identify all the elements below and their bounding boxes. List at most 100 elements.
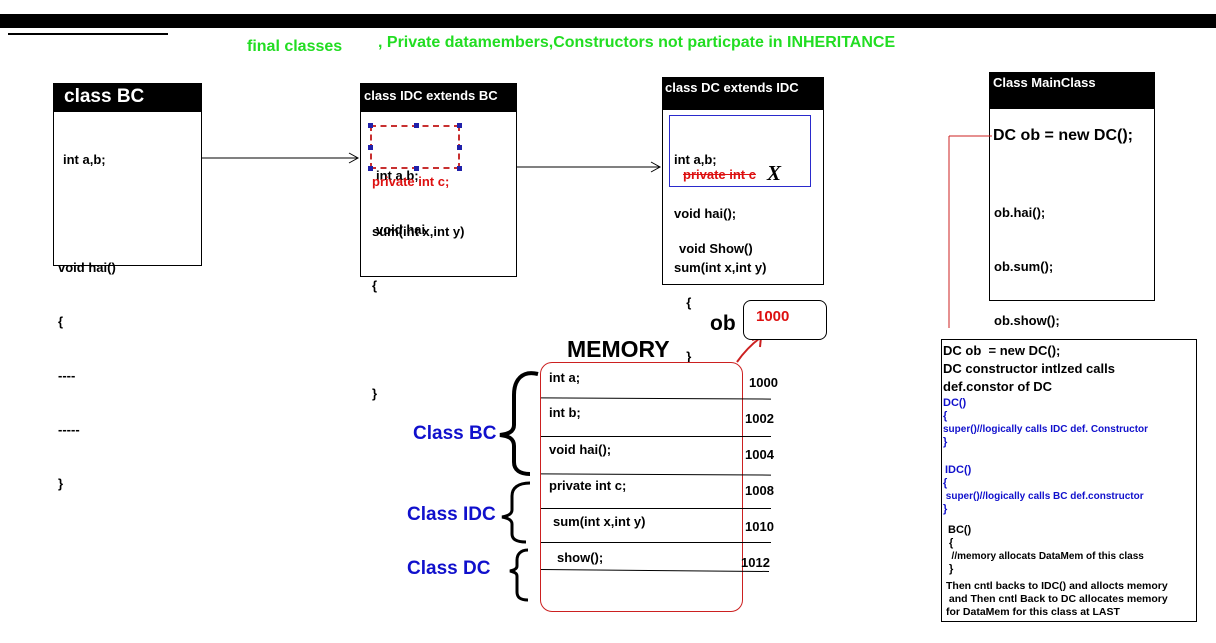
main-method-calls: ob.hai(); ob.sum(); ob.show(); [994,168,1060,366]
code-line: int a,b; [63,152,106,167]
note-bc-brace: { [946,537,954,549]
code-line: int a,b; [674,152,717,167]
code-line: } [58,476,64,491]
main-object-creation: DC ob = new DC(); [993,127,1133,144]
note-dc-ctor: DC() [943,397,967,409]
memory-address: 1012 [741,555,770,570]
group-label-class-dc: Class DC [407,558,491,579]
code-line: int a,b; [376,168,419,183]
memory-address: 1008 [745,483,774,498]
arrow-idc-to-dc-head [650,161,662,173]
code-line: ob.show(); [994,313,1060,328]
class-bc-box: class BC int a,b; void hai() { ---- ----… [53,83,202,491]
memory-title: MEMORY [567,336,670,362]
note-line: DC ob = new DC(); [943,343,1061,358]
memory-slot-label: int b; [549,405,581,420]
memory-slot-label: private int c; [549,478,627,493]
class-dc-inherited-box [669,115,811,187]
code-line: { [372,278,378,293]
code-line: void hai [376,222,426,237]
selection-handle [368,123,373,128]
headline-inheritance-note: , Private datamembers,Constructors not p… [378,34,896,51]
code-line: ----- [58,422,80,437]
note-bc-close: } [946,563,954,575]
code-line: ob.hai(); [994,205,1046,220]
selection-handle [414,166,419,171]
code-line: void hai() [58,260,116,275]
brace-class-dc [509,548,529,602]
code-line: ---- [58,368,76,383]
object-ref-box: 1000 [743,300,827,340]
code-line: void hai(); [674,206,737,221]
selection-handle [368,145,373,150]
code-line: sum(int x,int y) [372,224,465,239]
memory-slot-label: show(); [557,550,604,565]
object-ref-label: ob [710,312,736,335]
inherited-selection-box [368,123,462,171]
memory-address: 1004 [745,447,774,462]
selection-handle [457,166,462,171]
note-bc-ctor: BC() [948,524,972,536]
class-idc-box: class IDC extends BC int a,b; void hai p… [360,83,517,401]
code-line [372,331,464,349]
class-bc-title: class BC [64,86,145,107]
class-idc-inherited: int a,b; void hai [376,131,425,275]
selection-handle [368,166,373,171]
note-idc-ctor: IDC() [945,464,972,476]
not-inherited-cross-mark: X [767,161,782,185]
class-dc-header: class DC extends IDC [663,78,823,110]
code-line: } [679,349,692,364]
brace-class-bc [499,371,539,476]
class-dc-inherited: int a,b; void hai(); sum(int x,int y) [674,115,766,313]
code-line: sum(int x,int y) [674,260,767,275]
brace-class-idc [501,481,531,544]
class-idc-title: class IDC extends BC [364,88,498,103]
arrow-bc-to-idc-head [348,152,360,164]
class-idc-header: class IDC extends BC [361,84,516,112]
class-main-box: Class MainClass DC ob = new DC(); ob.hai… [989,72,1155,328]
class-main-header: Class MainClass [990,73,1154,109]
memory-slot-label: int a; [549,370,581,385]
class-dc-struck-private: private int c [683,167,756,182]
memory-address: 1000 [749,375,778,390]
note-idc-close: } [943,503,948,515]
selection-handle [414,123,419,128]
memory-divider [541,436,771,437]
object-ref-value: 1000 [756,308,790,325]
class-dc-methods: void Show() { } [679,204,753,402]
memory-slot-label: void hai(); [549,442,612,457]
code-line: ob.sum(); [994,259,1054,274]
code-line [58,205,116,223]
headline-final-classes: final classes [247,38,343,55]
memory-address: 1010 [745,519,774,534]
constructor-chain-note: DC ob = new DC(); DC constructor intlzed… [941,339,1197,622]
selection-handle [457,145,462,150]
class-bc-header: class BC [54,84,201,112]
note-line: def.constor of DC [943,379,1053,394]
class-idc-methods: sum(int x,int y) { } [372,187,464,439]
class-dc-title: class DC extends IDC [665,80,799,95]
code-line: { [679,295,692,310]
class-idc-private-member: private int c; [372,174,450,189]
code-line: } [372,386,378,401]
note-line: DC constructor intlzed calls [943,361,1115,376]
memory-divider [541,542,771,543]
note-bc-body: //memory allocats DataMem of this class [946,551,1144,562]
note-dc-brace: { [943,410,948,422]
memory-divider [541,508,771,509]
selection-handle [457,123,462,128]
code-line: { [58,314,64,329]
class-main-title: Class MainClass [993,75,1096,90]
memory-block [540,362,743,612]
top-banner-underline [8,33,168,35]
group-label-class-idc: Class IDC [407,504,496,525]
class-dc-box: class DC extends IDC int a,b; void hai()… [662,77,824,364]
top-banner [0,14,1216,28]
note-dc-super: super()//logically calls IDC def. Constr… [943,424,1149,435]
class-bc-body: int a,b; void hai() { ---- ----- } [58,115,116,529]
memory-address: 1002 [745,411,774,426]
note-idc-brace: { [943,477,948,489]
code-line: void Show() [679,241,753,256]
note-tail: Then cntl backs to IDC() and allocts mem… [946,580,1168,618]
note-idc-super: super()//logically calls BC def.construc… [943,491,1144,502]
